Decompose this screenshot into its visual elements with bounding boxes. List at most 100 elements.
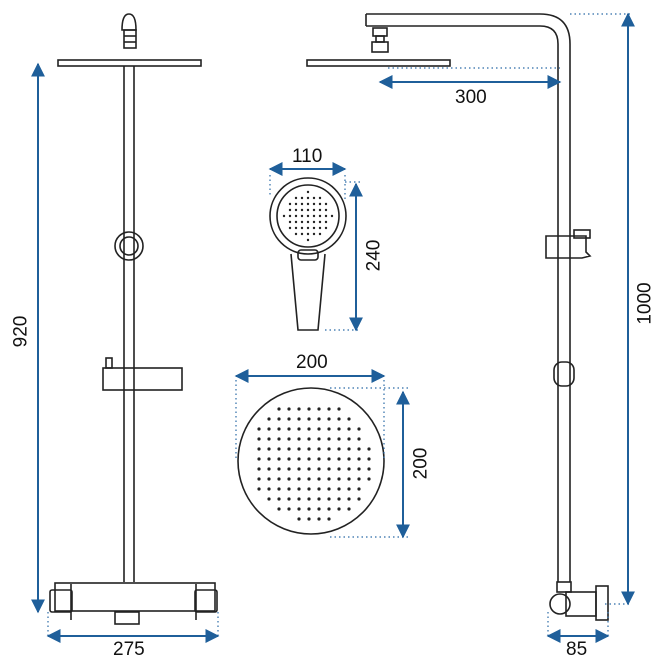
nozzle-dot bbox=[337, 427, 341, 431]
handshower-face-inner bbox=[276, 184, 340, 248]
nozzle-dot bbox=[312, 220, 316, 224]
nozzle-dot bbox=[287, 417, 291, 421]
nozzle-dot bbox=[337, 447, 341, 451]
nozzle-dot bbox=[347, 467, 351, 471]
nozzle-dot bbox=[267, 487, 271, 491]
nozzle-dot bbox=[317, 427, 321, 431]
nozzle-dot bbox=[317, 487, 321, 491]
side-slider-ring bbox=[553, 361, 575, 387]
nozzle-dot bbox=[294, 226, 298, 230]
nozzle-dot bbox=[337, 467, 341, 471]
nozzle-dot bbox=[327, 517, 331, 521]
nozzle-dot bbox=[306, 196, 310, 200]
nozzle-dot bbox=[347, 497, 351, 501]
dimension-lines bbox=[31, 12, 635, 643]
nozzle-dot bbox=[277, 487, 281, 491]
nozzle-dot bbox=[257, 427, 261, 431]
front-mixer-right-knob bbox=[194, 589, 218, 613]
nozzle-dot bbox=[277, 437, 281, 441]
nozzle-dot bbox=[277, 467, 281, 471]
nozzle-dot bbox=[297, 507, 301, 511]
nozzle-dot bbox=[287, 447, 291, 451]
nozzle-dot bbox=[297, 427, 301, 431]
label-1000: 1000 bbox=[634, 282, 656, 325]
hand-shower bbox=[269, 177, 347, 331]
nozzle-dot bbox=[307, 417, 311, 421]
nozzle-dot bbox=[367, 447, 371, 451]
nozzle-dot bbox=[288, 214, 292, 218]
nozzle-dot bbox=[312, 202, 316, 206]
nozzle-dot bbox=[347, 447, 351, 451]
nozzle-dot bbox=[287, 437, 291, 441]
nozzle-dot bbox=[324, 208, 328, 212]
nozzle-dot bbox=[337, 497, 341, 501]
nozzle-dot bbox=[312, 214, 316, 218]
nozzle-dot bbox=[318, 232, 322, 236]
side-head-connector bbox=[372, 27, 388, 37]
nozzle-dot bbox=[277, 477, 281, 481]
nozzle-dot bbox=[367, 477, 371, 481]
nozzle-dot bbox=[317, 477, 321, 481]
nozzle-dot bbox=[312, 208, 316, 212]
nozzle-dot bbox=[287, 457, 291, 461]
nozzle-dot bbox=[297, 517, 301, 521]
nozzle-dot bbox=[297, 487, 301, 491]
nozzle-dot bbox=[307, 517, 311, 521]
nozzle-dot bbox=[277, 457, 281, 461]
label-275: 275 bbox=[113, 639, 145, 660]
nozzle-dot bbox=[297, 477, 301, 481]
nozzle-dot bbox=[318, 220, 322, 224]
nozzle-dot bbox=[318, 214, 322, 218]
nozzle-dot bbox=[306, 214, 310, 218]
front-view bbox=[49, 13, 218, 625]
nozzle-dot bbox=[312, 196, 316, 200]
side-handshower-holder bbox=[545, 235, 592, 259]
nozzle-dot bbox=[318, 196, 322, 200]
nozzle-dot bbox=[357, 447, 361, 451]
nozzle-dot bbox=[307, 507, 311, 511]
nozzle-dot bbox=[300, 220, 304, 224]
nozzle-dot bbox=[277, 507, 281, 511]
label-85: 85 bbox=[566, 639, 588, 660]
nozzle-dot bbox=[267, 457, 271, 461]
nozzle-dot bbox=[257, 447, 261, 451]
nozzle-dot bbox=[257, 457, 261, 461]
nozzle-dot bbox=[282, 214, 286, 218]
nozzle-dot bbox=[347, 457, 351, 461]
label-110: 110 bbox=[292, 146, 323, 167]
nozzle-dot bbox=[312, 226, 316, 230]
nozzle-dot bbox=[267, 447, 271, 451]
nozzle-dot bbox=[347, 437, 351, 441]
nozzle-dot bbox=[327, 467, 331, 471]
nozzle-dot bbox=[327, 477, 331, 481]
nozzle-dot bbox=[300, 232, 304, 236]
nozzle-dot bbox=[317, 507, 321, 511]
nozzle-dot bbox=[347, 477, 351, 481]
round-head-outline bbox=[237, 387, 385, 535]
nozzle-dot bbox=[306, 220, 310, 224]
nozzle-dot bbox=[288, 226, 292, 230]
nozzle-dot bbox=[307, 467, 311, 471]
nozzle-dot bbox=[267, 437, 271, 441]
front-top-fitting bbox=[123, 29, 137, 49]
nozzle-dot bbox=[307, 477, 311, 481]
nozzle-dot bbox=[357, 477, 361, 481]
extension-lines bbox=[47, 13, 632, 638]
nozzle-dot bbox=[327, 447, 331, 451]
nozzle-dot bbox=[317, 517, 321, 521]
nozzle-dot bbox=[317, 457, 321, 461]
nozzle-dot bbox=[307, 437, 311, 441]
nozzle-dot bbox=[287, 467, 291, 471]
nozzle-dot bbox=[357, 497, 361, 501]
nozzle-dot bbox=[337, 417, 341, 421]
label-200-vertical: 200 bbox=[410, 447, 432, 480]
nozzle-dot bbox=[317, 417, 321, 421]
label-200-horizontal: 200 bbox=[296, 352, 328, 373]
nozzle-dot bbox=[287, 507, 291, 511]
nozzle-dot bbox=[330, 214, 334, 218]
nozzle-dot bbox=[297, 407, 301, 411]
nozzle-dot bbox=[347, 507, 351, 511]
nozzle-dot bbox=[327, 487, 331, 491]
nozzle-dot bbox=[287, 487, 291, 491]
